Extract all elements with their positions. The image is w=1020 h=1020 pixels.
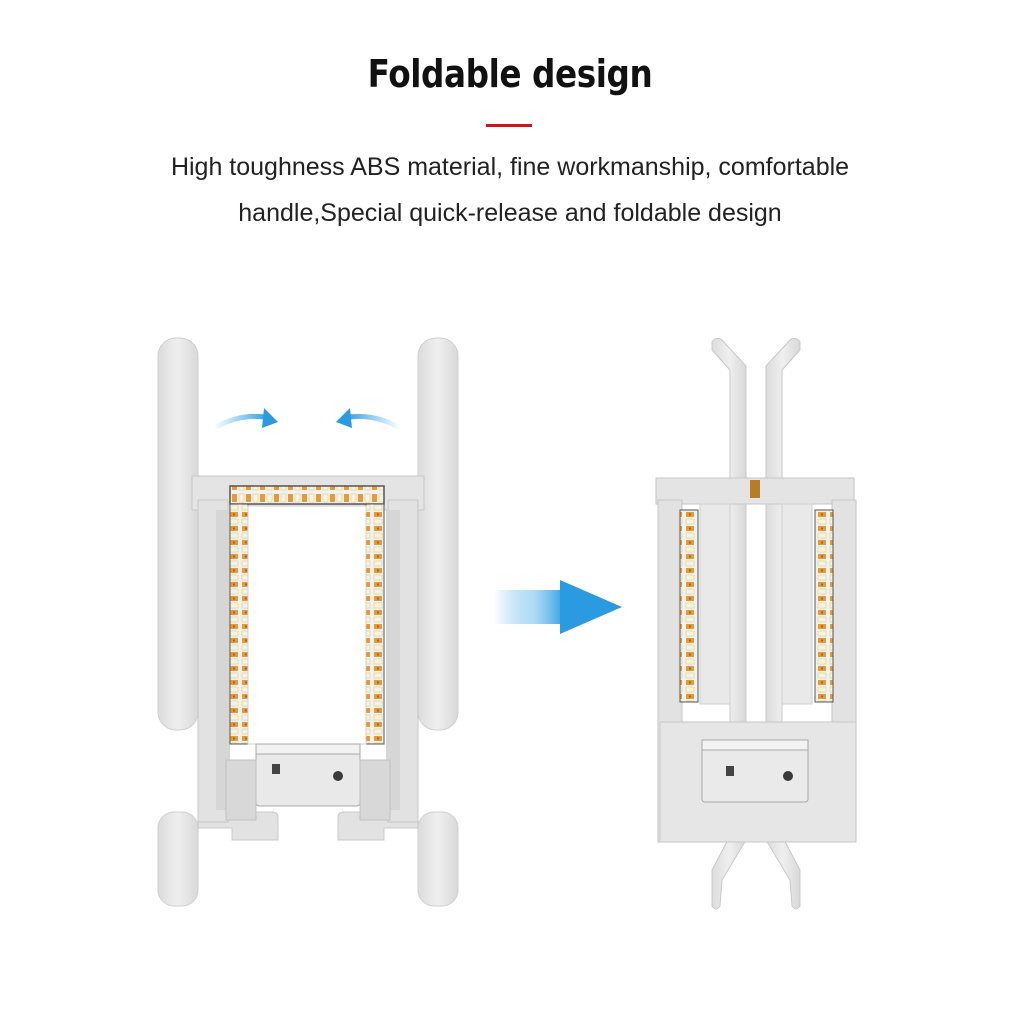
led-strip-top <box>229 485 385 505</box>
description-line-2: handle,Special quick-release and foldabl… <box>238 199 782 227</box>
led-strip-left <box>229 503 249 745</box>
battery-slot <box>272 764 280 774</box>
folded-inner-left-rail <box>699 503 731 705</box>
feature-description: High toughness ABS material, fine workma… <box>0 144 1020 236</box>
transition-arrow-icon <box>494 580 622 634</box>
folded-inner-right-rail <box>781 503 813 705</box>
folded-led-right <box>814 509 834 703</box>
page-title: Foldable design <box>367 52 653 96</box>
folded-battery-top <box>701 739 809 751</box>
lower-left-rail <box>225 759 257 821</box>
right-leg-upper <box>417 337 459 731</box>
folded-power-switch <box>783 771 793 781</box>
fold-arrow-right-icon <box>212 413 271 431</box>
frame-window <box>247 505 367 745</box>
description-line-1: High toughness ABS material, fine workma… <box>170 153 850 181</box>
fold-arrow-left-icon <box>343 413 402 431</box>
hinge-clip <box>750 480 760 498</box>
led-strip-right <box>365 503 385 745</box>
folded-landing-gear <box>655 337 857 910</box>
title-accent-line <box>486 124 532 127</box>
battery-box-top <box>255 743 361 755</box>
folded-battery-slot <box>726 766 734 776</box>
frame-inner-left <box>216 510 230 810</box>
folded-led-left <box>679 509 699 703</box>
frame-inner-right <box>386 510 400 810</box>
unfolded-landing-gear <box>157 337 459 907</box>
power-switch <box>333 771 343 781</box>
right-leg-lower <box>417 811 459 907</box>
lower-right-rail <box>359 759 391 821</box>
left-leg-lower <box>157 811 199 907</box>
left-leg-upper <box>157 337 199 731</box>
fold-arrowhead-left-icon <box>336 408 352 428</box>
fold-arrowhead-right-icon <box>262 408 278 428</box>
